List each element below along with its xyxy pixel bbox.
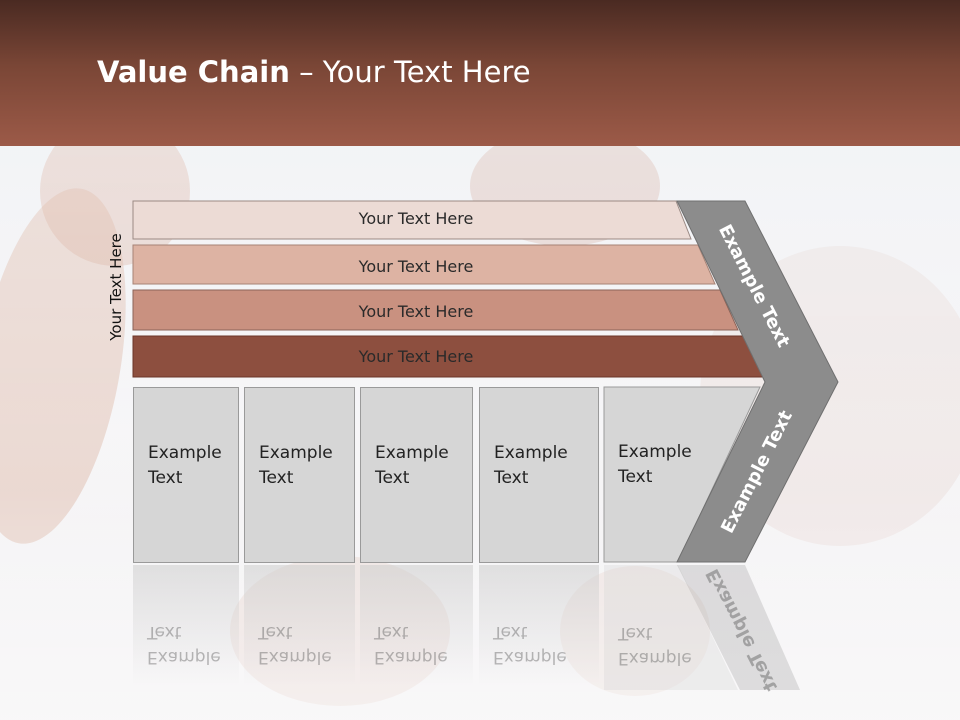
box-4-reflection: Example Text (479, 565, 599, 685)
bar-1-label: Your Text Here (358, 209, 474, 228)
box-4-reflection-line-1: Example (493, 647, 567, 667)
box-5-reflection (604, 565, 738, 690)
box-2-reflection-line-1: Example (258, 647, 332, 667)
title-rest: – Your Text Here (289, 55, 531, 89)
bar-2 (132, 244, 716, 285)
box-3-line-1: Example (375, 443, 449, 463)
box-2-reflection-line-2: Text (258, 622, 293, 642)
box-2-line-1: Example (259, 443, 333, 463)
box-3-reflection-text: Example Text (374, 619, 448, 669)
box-2-reflection-text: Example Text (258, 619, 332, 669)
box-3-reflection: Example Text (360, 565, 473, 685)
box-4-line-2: Text (494, 468, 529, 488)
bar-1 (132, 200, 692, 240)
box-4-line-1: Example (494, 443, 568, 463)
box-3-reflection-line-2: Text (374, 622, 409, 642)
box-3-reflection-line-1: Example (374, 647, 448, 667)
chevron-arrow (676, 200, 839, 563)
box-2-line-2: Text (259, 468, 294, 488)
chevron-reflection (677, 565, 800, 690)
box-5-reflection-line-2: Text (618, 623, 653, 643)
title-banner (0, 0, 960, 146)
bar-3 (132, 289, 739, 331)
box-5-line-1: Example (618, 442, 692, 462)
box-3-line-2: Text (375, 468, 410, 488)
box-1-reflection-line-2: Text (147, 622, 182, 642)
box-1-reflection: Example Text (133, 565, 239, 685)
bar-2-label: Your Text Here (358, 257, 474, 276)
box-2-reflection: Example Text (244, 565, 355, 685)
box-5-reflection-text: Example Text (618, 620, 692, 670)
bar-3-label: Your Text Here (358, 302, 474, 321)
title-bold: Value Chain (97, 55, 290, 89)
box-1-line-2: Text (148, 468, 183, 488)
page-title: Value Chain – Your Text Here (97, 55, 531, 89)
bar-4-label: Your Text Here (358, 347, 474, 366)
box-1-line-1: Example (148, 443, 222, 463)
box-4-reflection-line-2: Text (493, 622, 528, 642)
box-1-reflection-text: Example Text (147, 619, 221, 669)
box-1-reflection-line-1: Example (147, 647, 221, 667)
box-4-reflection-text: Example Text (493, 619, 567, 669)
box-5-line-2: Text (618, 467, 653, 487)
box-5-reflection-line-1: Example (618, 648, 692, 668)
